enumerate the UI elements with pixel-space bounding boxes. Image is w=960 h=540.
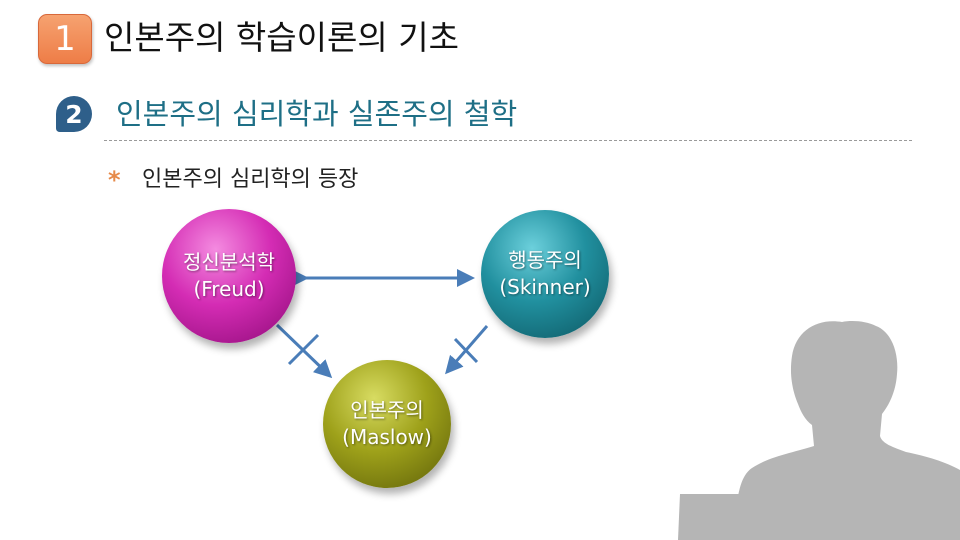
title-divider	[104, 140, 912, 141]
node-freud-person: (Freud)	[193, 277, 265, 301]
node-skinner: 행동주의 (Skinner)	[481, 210, 609, 338]
arrow-skinner-maslow	[445, 325, 489, 375]
block-mark-skinner-maslow	[453, 337, 479, 364]
presenter-silhouette-icon	[678, 321, 960, 540]
node-maslow: 인본주의 (Maslow)	[323, 360, 451, 488]
node-maslow-person: (Maslow)	[342, 425, 432, 449]
section-number-2: 2	[56, 96, 92, 132]
node-freud: 정신분석학 (Freud)	[162, 209, 296, 343]
bullet-text: 인본주의 심리학의 등장	[142, 167, 359, 192]
node-freud-name: 정신분석학	[183, 250, 275, 274]
node-skinner-person: (Skinner)	[499, 275, 591, 299]
node-maslow-name: 인본주의	[350, 398, 424, 422]
bullet-asterisk-icon: *	[108, 166, 121, 194]
section-number-1: 1	[38, 14, 92, 64]
node-skinner-name: 행동주의	[508, 248, 582, 272]
block-mark-freud-maslow	[287, 333, 320, 366]
page-title: 인본주의 학습이론의 기초	[104, 18, 459, 57]
section-title: 인본주의 심리학과 실존주의 철학	[116, 97, 518, 131]
